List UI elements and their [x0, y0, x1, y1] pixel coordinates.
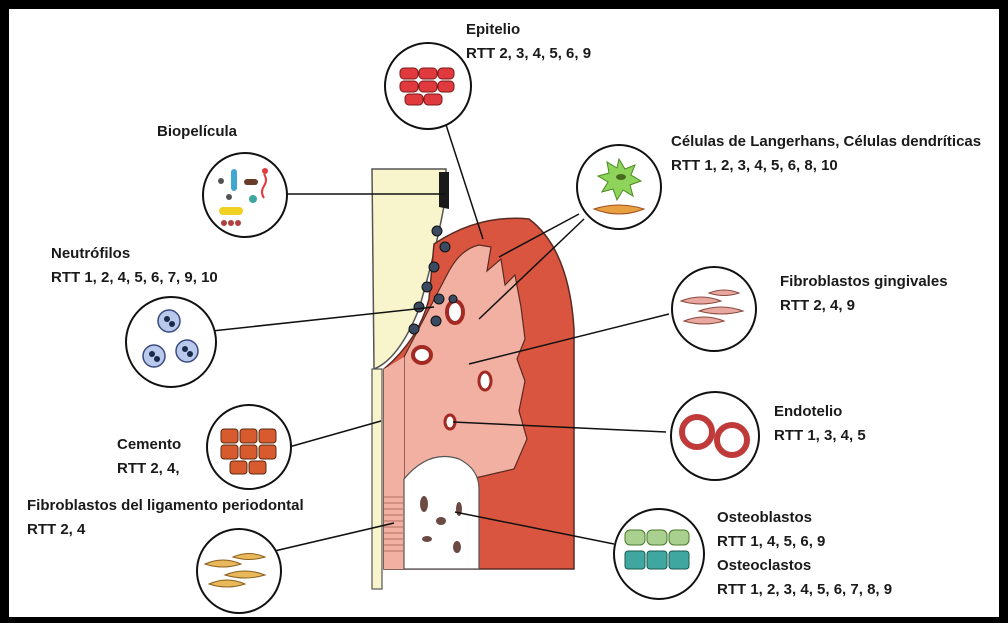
osteoclastos-rtt: RTT 1, 2, 3, 4, 5, 6, 7, 8, 9: [717, 579, 892, 601]
biopelicula-circle: [203, 153, 287, 237]
diagram-frame: Epitelio RTT 2, 3, 4, 5, 6, 9 Células de…: [9, 9, 999, 617]
cemento-rtt: RTT 2, 4,: [117, 458, 180, 480]
neutrofilos-rtt: RTT 1, 2, 4, 5, 6, 7, 9, 10: [51, 267, 218, 289]
epitelio-rtt: RTT 2, 3, 4, 5, 6, 9: [466, 43, 591, 65]
cemento-circle: [207, 405, 291, 489]
epitelio-name: Epitelio: [466, 19, 520, 41]
fibro-ligamento-name: Fibroblastos del ligamento periodontal: [27, 495, 304, 517]
fibro-gingivales-circle: [672, 267, 756, 351]
osteo-circle: [614, 509, 704, 599]
endotelio-name: Endotelio: [774, 401, 842, 423]
fibro-ligamento-rtt: RTT 2, 4: [27, 519, 85, 541]
osteoblastos-rtt: RTT 1, 4, 5, 6, 9: [717, 531, 825, 553]
fibro-gingivales-name: Fibroblastos gingivales: [780, 271, 948, 293]
epitelio-circle: [385, 43, 471, 129]
endotelio-circle: [671, 392, 759, 480]
endotelio-rtt: RTT 1, 3, 4, 5: [774, 425, 866, 447]
langerhans-name: Células de Langerhans, Células dendrític…: [671, 131, 981, 153]
langerhans-rtt: RTT 1, 2, 3, 4, 5, 6, 8, 10: [671, 155, 838, 177]
neutrofilos-circle: [126, 297, 216, 387]
neutrofilos-name: Neutrófilos: [51, 243, 130, 265]
osteoclastos-name: Osteoclastos: [717, 555, 811, 577]
langerhans-circle: [577, 145, 661, 229]
fibro-gingivales-rtt: RTT 2, 4, 9: [780, 295, 855, 317]
fibro-ligamento-circle: [197, 529, 281, 613]
biopelicula-name: Biopelícula: [157, 121, 237, 143]
cemento-name: Cemento: [117, 434, 181, 456]
osteoblastos-name: Osteoblastos: [717, 507, 812, 529]
